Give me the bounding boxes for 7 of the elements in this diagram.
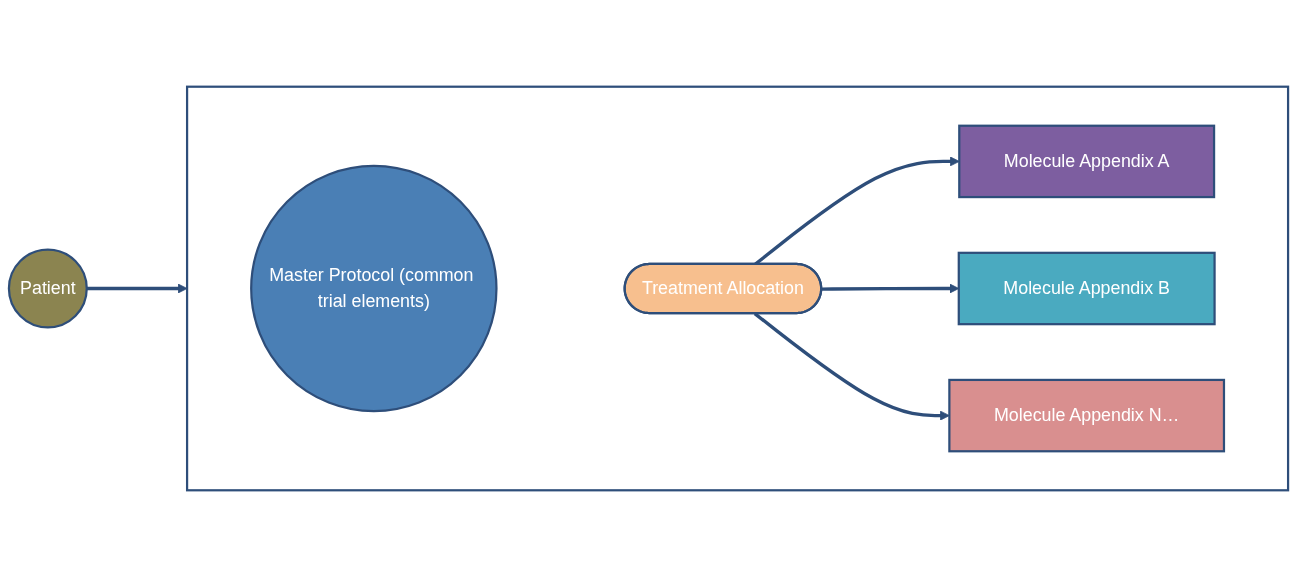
cluster: [185, 85, 1290, 492]
node-box: Molecule Appendix B: [957, 251, 1216, 326]
node-box: Molecule Appendix N…: [948, 378, 1226, 453]
node-box: Molecule Appendix A: [958, 124, 1216, 199]
arrow: [86, 283, 188, 294]
node-circle: Master Protocol (common trial elements): [250, 164, 498, 413]
node-circle: Patient: [7, 248, 88, 329]
